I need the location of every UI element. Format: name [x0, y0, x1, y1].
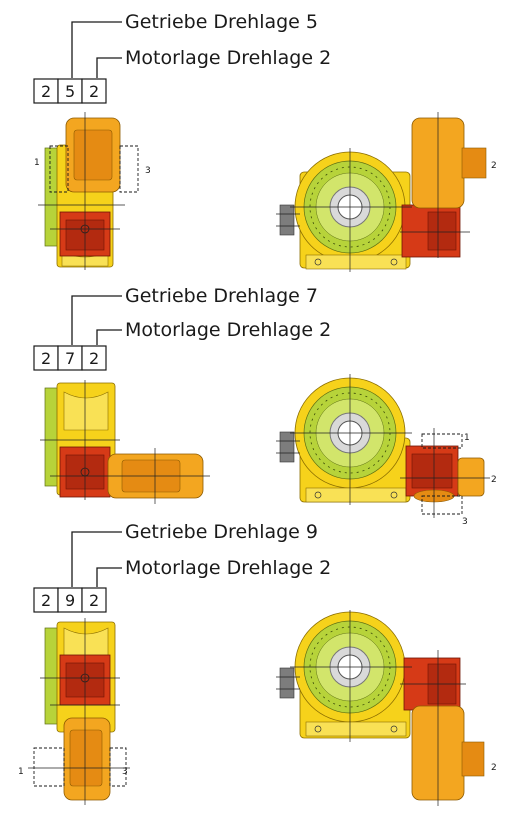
- leader-line-motor: [96, 567, 122, 587]
- bolt-stack: [279, 667, 295, 699]
- terminal-box-outline: [421, 495, 463, 515]
- code-digit: 2: [89, 82, 99, 101]
- front-view: 2: [276, 610, 497, 806]
- code-digit: 2: [89, 349, 99, 368]
- front-view: 2: [276, 112, 497, 272]
- motor-position-label: Motorlage Drehlage 2: [125, 319, 331, 341]
- code-digit: 2: [89, 591, 99, 610]
- side-view: [40, 380, 210, 504]
- terminal-position-number: 1: [34, 158, 40, 168]
- gearbox-position-label: Getriebe Drehlage 5: [125, 11, 318, 33]
- terminal-position-number: 3: [145, 166, 151, 176]
- side-view: 1 3: [34, 112, 151, 270]
- terminal-position-number: 2: [491, 475, 497, 485]
- terminal-position-number: 2: [491, 161, 497, 171]
- position-code: 2 5 2: [33, 78, 107, 104]
- leader-line-motor: [96, 57, 122, 78]
- configuration-2: Getriebe Drehlage 7 Motorlage Drehlage 2…: [33, 285, 497, 527]
- gearbox-position-label: Getriebe Drehlage 7: [125, 285, 318, 307]
- code-digit: 9: [65, 591, 75, 610]
- bolt-stack: [279, 204, 295, 236]
- leader-line-gearbox: [71, 21, 122, 78]
- code-digit: 2: [41, 591, 51, 610]
- motor-position-label: Motorlage Drehlage 2: [125, 557, 331, 579]
- side-view: 1 3: [18, 618, 130, 805]
- position-code: 2 9 2: [33, 587, 107, 613]
- terminal-position-number: 1: [18, 767, 24, 777]
- terminal-box-outline: [33, 747, 65, 787]
- terminal-box-outline: [49, 145, 69, 193]
- code-digit: 2: [41, 349, 51, 368]
- terminal-position-number: 2: [491, 763, 497, 773]
- terminal-box-outline: [421, 433, 463, 449]
- terminal-position-number: 3: [462, 517, 468, 527]
- code-digit: 7: [65, 349, 75, 368]
- configuration-1: Getriebe Drehlage 5 Motorlage Drehlage 2…: [33, 11, 497, 272]
- terminal-position-number: 3: [122, 767, 128, 777]
- leader-line-gearbox: [71, 531, 122, 587]
- terminal-box-outline: [119, 145, 139, 193]
- front-view: 1 2 3: [276, 374, 497, 527]
- gearbox-position-label: Getriebe Drehlage 9: [125, 521, 318, 543]
- terminal-position-number: 1: [464, 433, 470, 443]
- motor-position-label: Motorlage Drehlage 2: [125, 47, 331, 69]
- configuration-3: Getriebe Drehlage 9 Motorlage Drehlage 2…: [18, 521, 497, 806]
- code-digit: 2: [41, 82, 51, 101]
- position-code: 2 7 2: [33, 345, 107, 371]
- leader-line-motor: [96, 329, 122, 345]
- motor: [457, 457, 485, 497]
- code-digit: 5: [65, 82, 75, 101]
- terminal-box-outline: [109, 747, 127, 787]
- leader-line-gearbox: [71, 295, 122, 345]
- bolt-stack: [279, 431, 295, 463]
